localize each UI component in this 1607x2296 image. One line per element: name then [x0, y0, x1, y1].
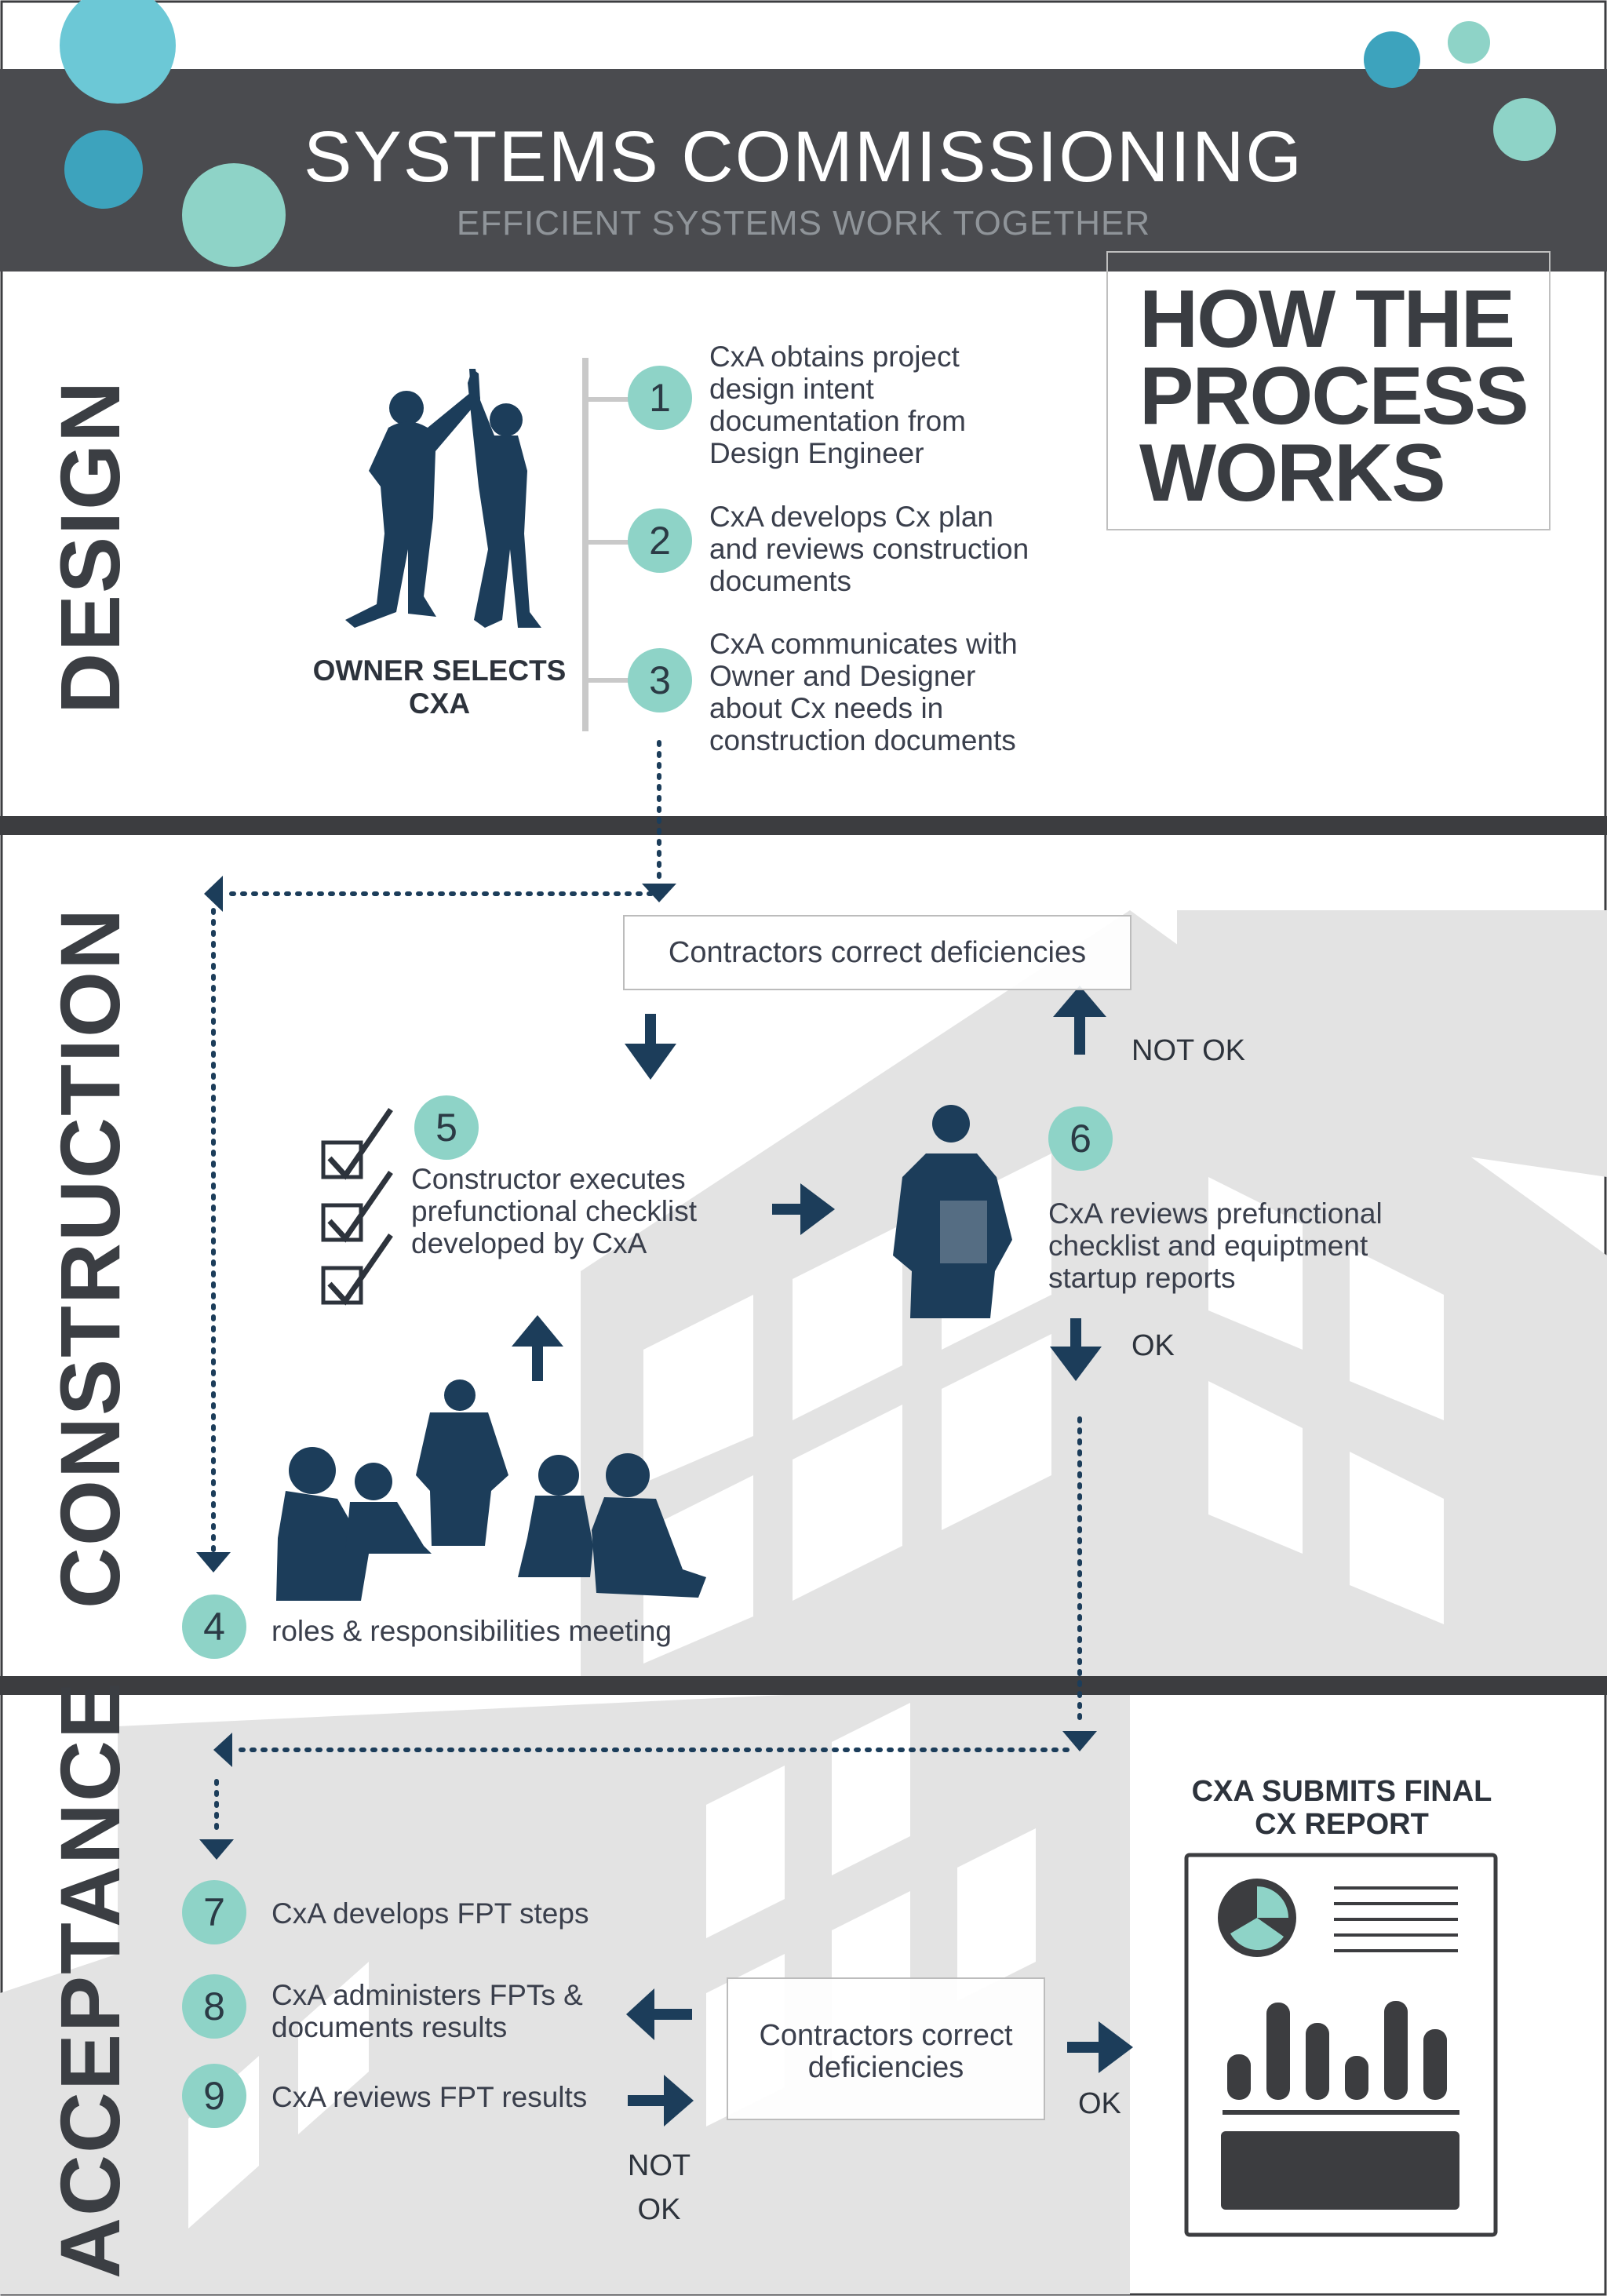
page-subtitle: EFFICIENT SYSTEMS WORK TOGETHER: [456, 204, 1151, 242]
high-five-silhouette: [345, 369, 541, 628]
acceptance-ok-label: OK: [1078, 2087, 1121, 2120]
step-1-badge: 1: [628, 366, 692, 430]
divider-design-construction: [0, 816, 1607, 835]
bubble-teal-left: [182, 163, 286, 267]
step-6-text: CxA reviews prefunctional checklist and …: [1048, 1197, 1383, 1294]
acceptance-not-ok-label: NOT OK: [627, 2149, 691, 2226]
section-label-design: DESIGN: [42, 379, 137, 714]
construction-not-ok-label: NOT OK: [1131, 1034, 1245, 1067]
how-process-works-box: HOW THE PROCESS WORKS: [1106, 251, 1551, 530]
acceptance-correct-deficiencies-box: Contractors correct deficiencies: [727, 1977, 1045, 2120]
step-4-text: roles & responsibilities meeting: [271, 1615, 672, 1647]
solid-arrows: [512, 986, 1133, 2127]
dotted-arrowheads: [196, 876, 1097, 1860]
step-8-badge: 8: [182, 1974, 246, 2039]
step-4-badge: 4: [182, 1594, 246, 1659]
bubble-right-1: [1364, 31, 1420, 88]
bubble-right-2: [1448, 21, 1490, 64]
bubble-right-3: [1493, 98, 1556, 161]
how-line-1: HOW THE: [1139, 274, 1515, 365]
owner-selects-label: OWNER SELECTS CXA: [312, 654, 567, 720]
step-3-text: CxA communicates with Owner and Designer…: [709, 628, 1018, 756]
step-9-text: CxA reviews FPT results: [271, 2081, 588, 2113]
construction-correct-deficiencies-box: Contractors correct deficiencies: [623, 915, 1131, 990]
step-2-badge: 2: [628, 508, 692, 573]
step-1-text: CxA obtains project design intent docume…: [709, 341, 967, 469]
step-8-text: CxA administers FPTs & documents results: [271, 1979, 583, 2043]
step-6-badge: 6: [1048, 1106, 1113, 1171]
step-5-badge: 5: [414, 1095, 479, 1160]
dotted-flows: [211, 740, 1082, 1839]
bubble-large-left: [60, 0, 176, 104]
final-report-label: CXA SUBMITS FINAL CX REPORT: [1191, 1775, 1492, 1841]
report-document-icon: [1184, 1853, 1498, 2237]
step-9-badge: 9: [182, 2064, 246, 2128]
step-7-text: CxA develops FPT steps: [271, 1897, 589, 1930]
how-line-2: PROCESS: [1139, 351, 1529, 442]
construction-ok-label: OK: [1131, 1329, 1175, 1362]
step-3-badge: 3: [628, 648, 692, 712]
page-title: SYSTEMS COMMISSIONING: [304, 117, 1303, 197]
step-5-text: Constructor executes prefunctional check…: [411, 1163, 698, 1259]
bubble-mid-left: [64, 130, 143, 209]
divider-construction-acceptance: [0, 1676, 1607, 1695]
meeting-silhouette: [276, 1379, 706, 1601]
checklist-icon: [321, 1108, 393, 1306]
inspector-silhouette: [893, 1105, 1012, 1318]
step-7-badge: 7: [182, 1880, 246, 1944]
step-2-text: CxA develops Cx plan and reviews constru…: [709, 501, 1029, 597]
section-label-acceptance: ACCEPTANCE: [42, 1680, 137, 2279]
section-label-construction: CONSTRUCTION: [42, 907, 137, 1609]
how-line-3: WORKS: [1139, 428, 1446, 519]
